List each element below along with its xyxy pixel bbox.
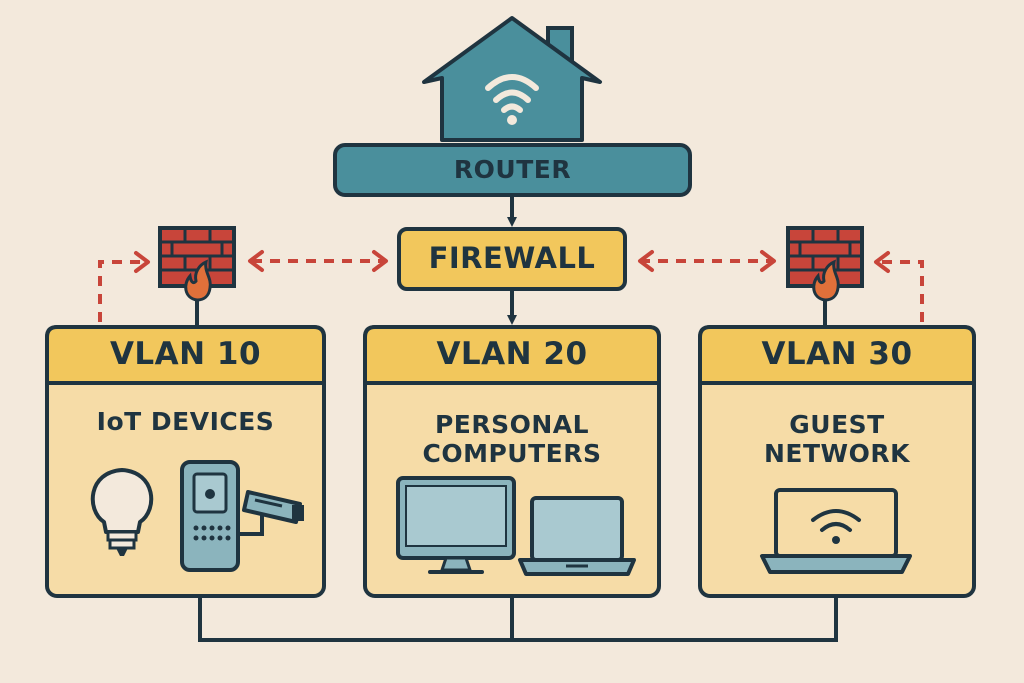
house-wifi-icon (422, 16, 602, 142)
bottom-interconnect-line (198, 596, 838, 642)
firewall-brick-icon-left (158, 226, 236, 326)
vlan-card-30 (698, 325, 976, 598)
vlan-10-title: VLAN 10 (109, 336, 262, 373)
smart-speaker-icon (180, 460, 240, 572)
flame-icon (812, 259, 840, 302)
dashed-link-left (98, 259, 384, 322)
firewall-brick-icon-right (786, 226, 864, 326)
vlan-20-title: VLAN 20 (436, 336, 588, 373)
security-camera-icon (238, 490, 304, 536)
flame-icon (184, 259, 212, 302)
lightbulb-icon (90, 468, 154, 556)
arrowheads-left (134, 250, 388, 273)
router-label: ROUTER (453, 154, 572, 184)
arrowheads-right (638, 250, 890, 273)
vlan-10-segment: IoT DEVICES (96, 406, 275, 436)
laptop-icon (518, 496, 636, 576)
dashed-link-right (640, 259, 924, 322)
vlan-20-segment: PERSONAL COMPUTERS (422, 410, 602, 468)
desktop-monitor-icon (396, 476, 516, 574)
vlan-30-title: VLAN 30 (761, 336, 913, 373)
vlan-30-segment: GUEST NETWORK (763, 410, 910, 468)
wifi-laptop-icon (760, 488, 912, 574)
firewall-label: FIREWALL (428, 241, 596, 276)
